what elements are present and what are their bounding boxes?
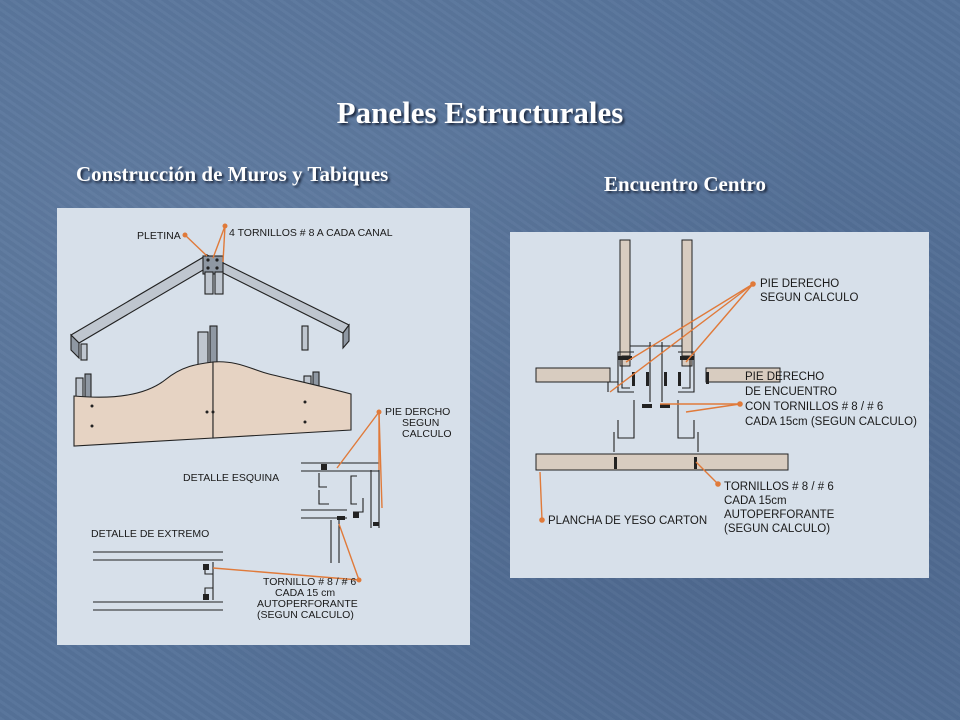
label-detalle-extremo: DETALLE DE EXTREMO xyxy=(91,528,209,540)
wall-boards xyxy=(73,361,352,447)
leader-lines-right xyxy=(539,281,756,523)
slide-title: Paneles Estructurales xyxy=(336,95,624,130)
leader-lines-left xyxy=(182,223,383,583)
roof-channel-assembly xyxy=(70,253,350,361)
subtitle-muros-tabiques: Construcción de Muros y Tabiques xyxy=(76,162,389,186)
label-tornillo-4: (SEGUN CALCULO) xyxy=(257,609,354,621)
label-pie-derecho-1: PIE DERECHO xyxy=(760,278,839,290)
label-tornillos-3: AUTOPERFORANTE xyxy=(724,509,835,521)
label-detalle-esquina: DETALLE ESQUINA xyxy=(183,472,279,484)
label-tornillos-2: CADA 15cm xyxy=(724,495,787,507)
label-pletina: PLETINA xyxy=(137,230,181,242)
subtitle-encuentro-centro: Encuentro Centro xyxy=(604,172,766,196)
label-pie-dercho-1: PIE DERCHO xyxy=(385,406,450,418)
label-tornillo-1: TORNILLO # 8 / # 6 xyxy=(263,576,356,588)
label-plancha-yeso: PLANCHA DE YESO CARTON xyxy=(548,515,707,527)
diagram-muros-tabiques: PLETINA 4 TORNILLOS # 8 A CADA CANAL PIE… xyxy=(57,208,470,645)
diagram-encuentro-centro: PIE DERECHO SEGUN CALCULO PIE DERECHO DE… xyxy=(510,232,929,578)
screws xyxy=(614,356,709,469)
label-pie-encuentro-3: CON TORNILLOS # 8 / # 6 xyxy=(745,401,883,413)
label-pie-encuentro-4: CADA 15cm (SEGUN CALCULO) xyxy=(745,416,917,428)
label-tornillos-1: TORNILLOS # 8 / # 6 xyxy=(724,481,834,493)
label-tornillos-canal: 4 TORNILLOS # 8 A CADA CANAL xyxy=(229,227,393,239)
label-pie-dercho-2: SEGUN xyxy=(402,417,439,429)
label-pie-dercho-3: CALCULO xyxy=(402,428,452,440)
label-tornillo-2: CADA 15 cm xyxy=(275,587,335,599)
label-tornillos-4: (SEGUN CALCULO) xyxy=(724,523,830,535)
label-tornillo-3: AUTOPERFORANTE xyxy=(257,598,358,610)
label-pie-encuentro-1: PIE DERECHO xyxy=(745,371,824,383)
diagram-muros-svg: PLETINA 4 TORNILLOS # 8 A CADA CANAL PIE… xyxy=(70,223,452,621)
detalle-esquina-drawing xyxy=(301,462,380,563)
label-pie-derecho-2: SEGUN CALCULO xyxy=(760,292,858,304)
diagram-encuentro-svg: PIE DERECHO SEGUN CALCULO PIE DERECHO DE… xyxy=(535,239,917,535)
detalle-extremo-drawing xyxy=(93,551,223,611)
label-pie-encuentro-2: DE ENCUENTRO xyxy=(745,386,837,398)
